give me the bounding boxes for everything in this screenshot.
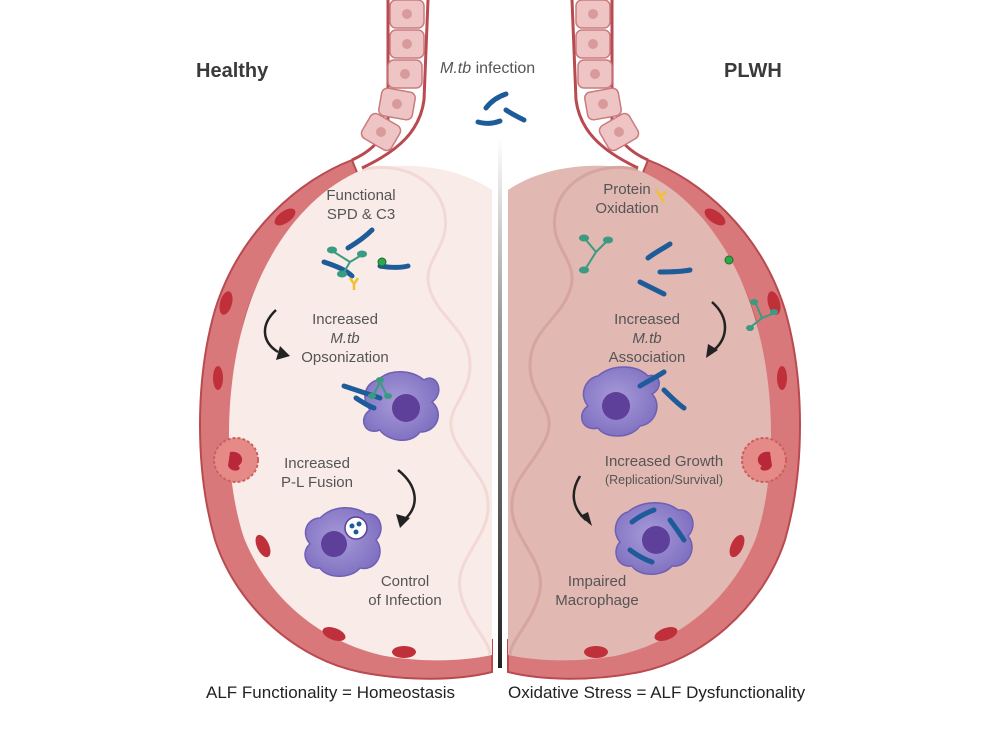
opsonization-label: Increased M.tb Opsonization: [301, 311, 389, 366]
rbc: [274, 208, 296, 226]
plwh-macrophage-association: [580, 366, 687, 437]
rbc: [322, 627, 346, 641]
type-ii-cell: [741, 437, 787, 483]
mtb-bacteria-incoming: [475, 91, 527, 126]
rbc: [219, 291, 233, 315]
c3-icon: [654, 189, 667, 203]
rbc: [777, 366, 787, 390]
plwh-macrophage-impaired: [614, 502, 694, 575]
arrow-association: [711, 301, 727, 351]
sp-d-icon: [579, 234, 613, 274]
arrow-opsonization: [263, 309, 279, 354]
healthy-lining-fluid: [229, 165, 492, 661]
healthy-caption: ALF Functionality = Homeostasis: [206, 683, 455, 702]
arrow-fusion: [397, 469, 416, 521]
rbc: [767, 291, 781, 315]
healthy-macrophage-uptake: [341, 371, 440, 441]
rbc: [213, 366, 223, 390]
rbc: [255, 534, 271, 558]
healthy-macrophage-phagolysosome: [304, 507, 382, 577]
neutral-molecule-icon: [377, 257, 387, 267]
rbc: [654, 627, 678, 641]
rbc: [704, 208, 726, 226]
airway-epithelium-right: [570, 0, 649, 170]
sp-d-icon: [327, 246, 367, 278]
center-divider: [498, 138, 502, 668]
healthy-alveolus: [199, 158, 493, 680]
plwh-title: PLWH: [724, 60, 782, 82]
plwh-fluid-edge: [508, 165, 639, 656]
healthy-surfactant-cluster: [321, 227, 411, 290]
rbc: [729, 534, 745, 558]
airway-epithelium-left: [351, 0, 430, 170]
rbc: [392, 646, 416, 658]
rbc: [584, 646, 608, 658]
neutral-molecule-icon: [724, 255, 734, 265]
healthy-fluid-edge: [361, 165, 492, 656]
growth-label: Increased Growth (Replication/Survival): [604, 453, 724, 487]
plwh-surfactant-scatter: [579, 189, 778, 331]
association-label: Increased M.tb Association: [608, 311, 686, 366]
c3-icon: [348, 277, 360, 290]
infection-label: M.tb infection: [440, 60, 536, 77]
sp-d-icon: [746, 299, 778, 331]
plwh-caption: Oxidative Stress = ALF Dysfunctionality: [508, 683, 806, 702]
healthy-title: Healthy: [196, 60, 269, 82]
type-ii-cell: [213, 437, 259, 483]
